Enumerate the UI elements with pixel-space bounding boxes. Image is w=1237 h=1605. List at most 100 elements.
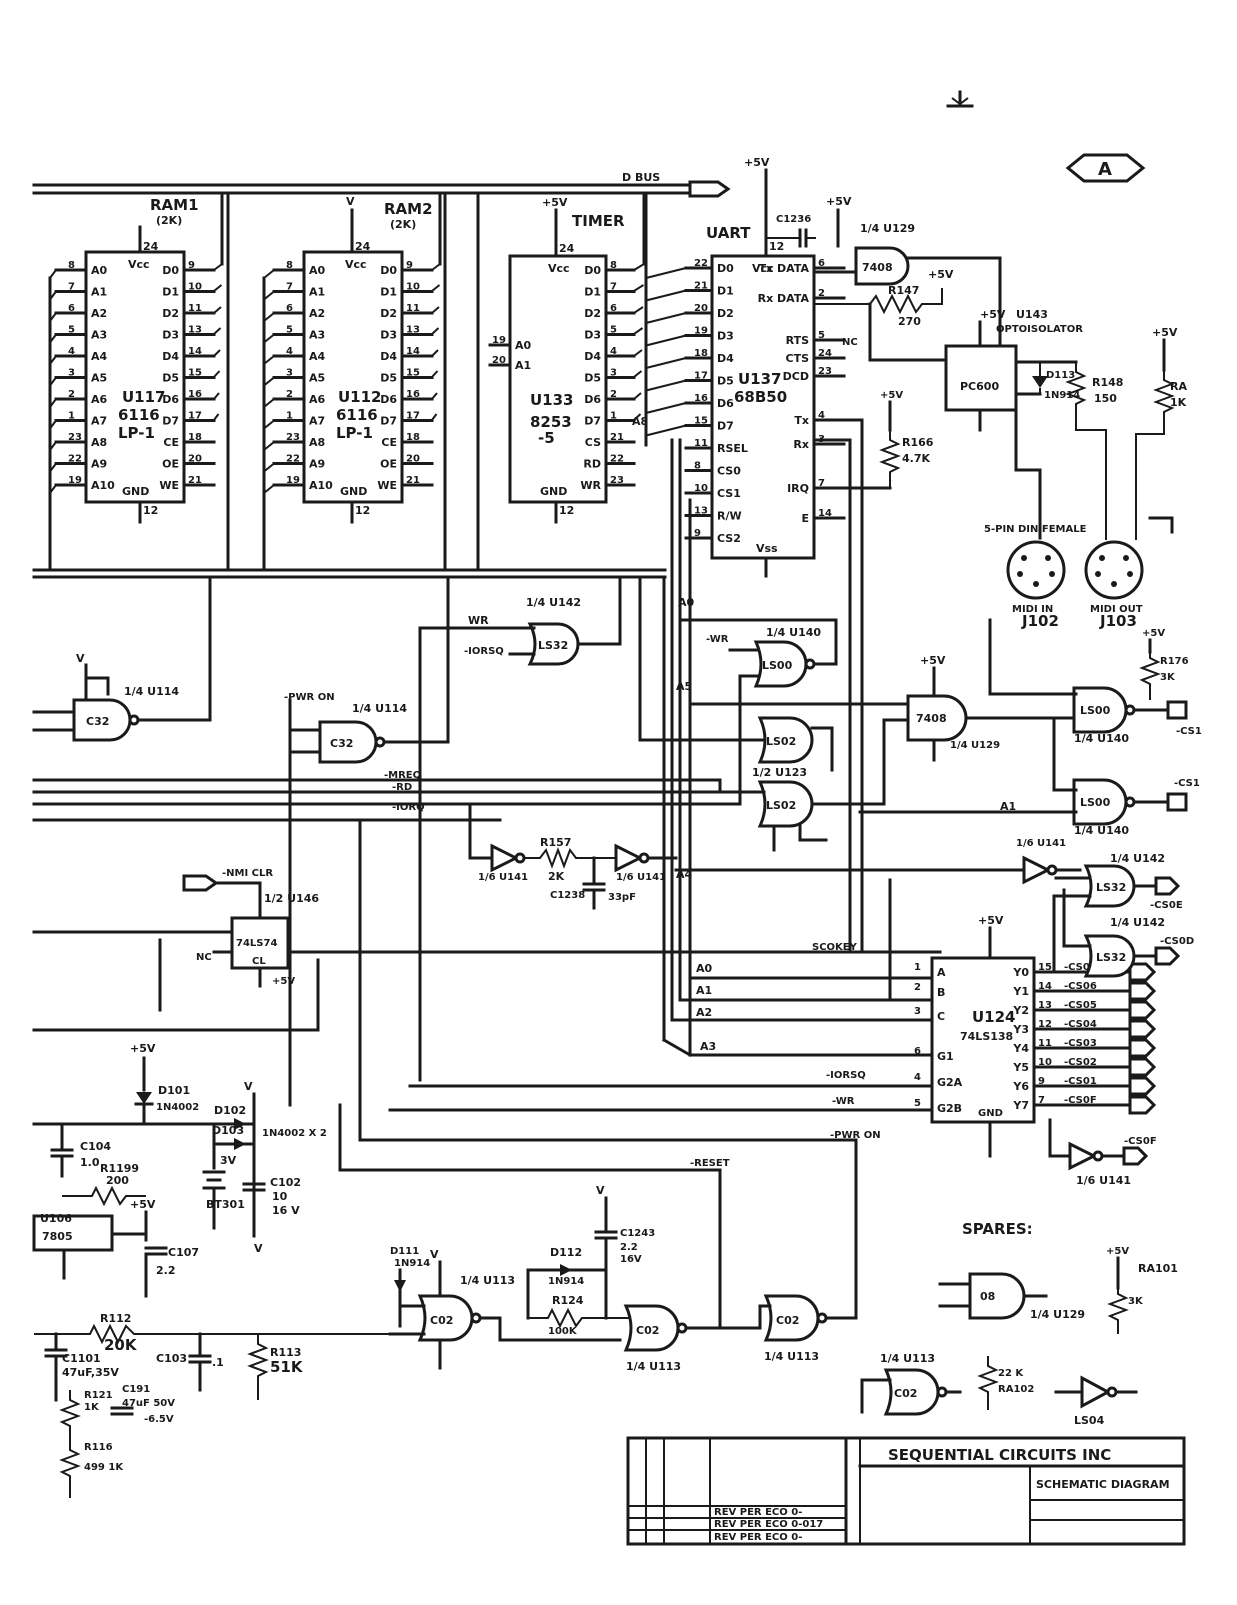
svg-text:C02: C02: [430, 1314, 453, 1327]
chip-pin-number: 10: [694, 483, 708, 494]
u140bc-gates: +5V R176 3K LS00 1/4 U140 -CS1 LS00 1/4 …: [858, 618, 1202, 837]
chip-pin-number: 9: [188, 260, 195, 271]
decoder-output-signal: -CS06: [1064, 981, 1097, 992]
chip-pin-label: RSEL: [717, 442, 748, 455]
svg-text:GND: GND: [340, 485, 367, 498]
chip-pin-label: CE: [381, 436, 397, 449]
chip-pin-label: Y4: [1012, 1042, 1029, 1055]
chip-pin-label: D2: [717, 307, 734, 320]
chip-pin-number: 13: [694, 506, 708, 517]
chip-pin-number: 6: [610, 303, 617, 314]
bus-fanout-wire: [213, 327, 222, 335]
zone-marker: A: [1065, 153, 1146, 183]
svg-text:1/4 U114: 1/4 U114: [124, 685, 179, 698]
bus-fanout-wire: [213, 392, 220, 400]
svg-text:V: V: [346, 195, 355, 208]
chip-pin-number: 22: [694, 258, 708, 269]
svg-text:Vcc: Vcc: [548, 262, 570, 275]
svg-text:GND: GND: [540, 485, 567, 498]
chip-pin-number: 2: [610, 389, 617, 400]
offpage-connector: [1128, 1095, 1157, 1115]
chip-pin-number: 5: [914, 1098, 921, 1109]
bus-fanout-wire: [633, 392, 642, 400]
chip-pin-label: Y0: [1012, 966, 1029, 979]
svg-text:Vcc: Vcc: [752, 262, 774, 275]
svg-text:OPTOISOLATOR: OPTOISOLATOR: [996, 324, 1083, 335]
svg-text:V: V: [244, 1080, 253, 1093]
svg-text:3K: 3K: [1160, 672, 1176, 683]
chip-pin-label: D5: [717, 375, 734, 388]
chip-pin-label: Y7: [1012, 1099, 1029, 1112]
chip-pin-number: 8: [610, 260, 617, 271]
u142-gate: 1/4 U142 LS32 WR -IORSQ: [418, 575, 622, 1082]
svg-text:R116: R116: [84, 1442, 113, 1453]
chip-pin-label: A1: [515, 359, 531, 372]
svg-text:33pF: 33pF: [608, 892, 636, 903]
chip-pin-number: 3: [286, 368, 293, 379]
chip-pin-label: C: [937, 1010, 945, 1023]
svg-text:RA: RA: [1170, 380, 1187, 393]
chip-pin-number: 21: [610, 432, 624, 443]
svg-text:J103: J103: [1099, 612, 1137, 630]
svg-text:12: 12: [559, 504, 574, 517]
svg-text:D101: D101: [158, 1084, 190, 1097]
svg-text:+5V: +5V: [1142, 628, 1165, 639]
svg-text:-PWR ON: -PWR ON: [830, 1130, 881, 1141]
svg-text:3V: 3V: [220, 1154, 237, 1167]
svg-text:LS32: LS32: [538, 639, 568, 652]
address-lines: A0 A5 A1 A4: [662, 418, 1082, 1057]
svg-text:7408: 7408: [862, 261, 893, 274]
svg-text:-RD: -RD: [392, 782, 412, 793]
svg-text:1N914: 1N914: [548, 1276, 584, 1287]
chip-pin-label: Y2: [1012, 1004, 1029, 1017]
svg-text:D111: D111: [390, 1246, 419, 1257]
chip-pin-label: A5: [91, 372, 107, 385]
svg-text:C1101: C1101: [62, 1352, 101, 1365]
svg-text:C104: C104: [80, 1140, 111, 1153]
chip-pin-label: A0: [515, 339, 532, 352]
svg-text:BT301: BT301: [206, 1198, 245, 1211]
svg-text:LS00: LS00: [1080, 796, 1111, 809]
chip-pin-label: A6: [309, 393, 326, 406]
chip-pin-label: Tx: [794, 414, 809, 427]
svg-text:REV PER ECO 0-: REV PER ECO 0-: [714, 1507, 802, 1518]
svg-text:74LS74: 74LS74: [236, 938, 277, 949]
bus-fanout-wire: [431, 327, 440, 335]
svg-text:U133: U133: [530, 391, 574, 409]
chip-pin-number: 20: [694, 303, 708, 314]
svg-text:C02: C02: [776, 1314, 799, 1327]
svg-text:R157: R157: [540, 836, 571, 849]
chip-pin-number: 4: [914, 1072, 921, 1083]
chip-pin-number: 6: [914, 1046, 921, 1057]
chip-pin-label: D1: [584, 286, 601, 299]
chip-pin-label: OE: [380, 458, 397, 471]
svg-text:D102: D102: [214, 1104, 246, 1117]
chip-pin-number: 21: [694, 281, 708, 292]
chip-pin-number: 19: [492, 335, 506, 346]
chip-pin-label: D2: [162, 307, 179, 320]
svg-text:499 1K: 499 1K: [84, 1462, 124, 1473]
chip-pin-label: A1: [309, 286, 325, 299]
chip-pin-number: 10: [1038, 1057, 1052, 1068]
chip-pin-number: 1: [610, 411, 617, 422]
bus-fanout-wire: [431, 370, 439, 378]
chip-pin-label: D3: [380, 329, 397, 342]
bus-fanout-wire: [213, 370, 221, 378]
svg-text:16V: 16V: [620, 1254, 642, 1265]
svg-text:-PWR ON: -PWR ON: [284, 692, 335, 703]
svg-text:47uF 50V: 47uF 50V: [122, 1398, 175, 1409]
svg-text:1/4 U113: 1/4 U113: [764, 1350, 819, 1363]
svg-text:+5V: +5V: [920, 654, 946, 667]
chip-pin-label: R/W: [717, 510, 742, 523]
svg-text:1N914: 1N914: [394, 1258, 430, 1269]
svg-text:LS02: LS02: [766, 735, 796, 748]
uart-bus-wire: [645, 424, 687, 437]
svg-text:10: 10: [272, 1190, 288, 1203]
svg-text:1.0: 1.0: [80, 1156, 100, 1169]
chip-pin-label: Rx DATA: [758, 292, 810, 305]
chip-pin-number: 21: [406, 475, 420, 486]
svg-text:12: 12: [355, 504, 370, 517]
svg-text:REV PER ECO 0-017: REV PER ECO 0-017: [714, 1519, 823, 1530]
chip-pin-number: 13: [1038, 1000, 1052, 1011]
chip-pin-number: 15: [694, 416, 708, 427]
